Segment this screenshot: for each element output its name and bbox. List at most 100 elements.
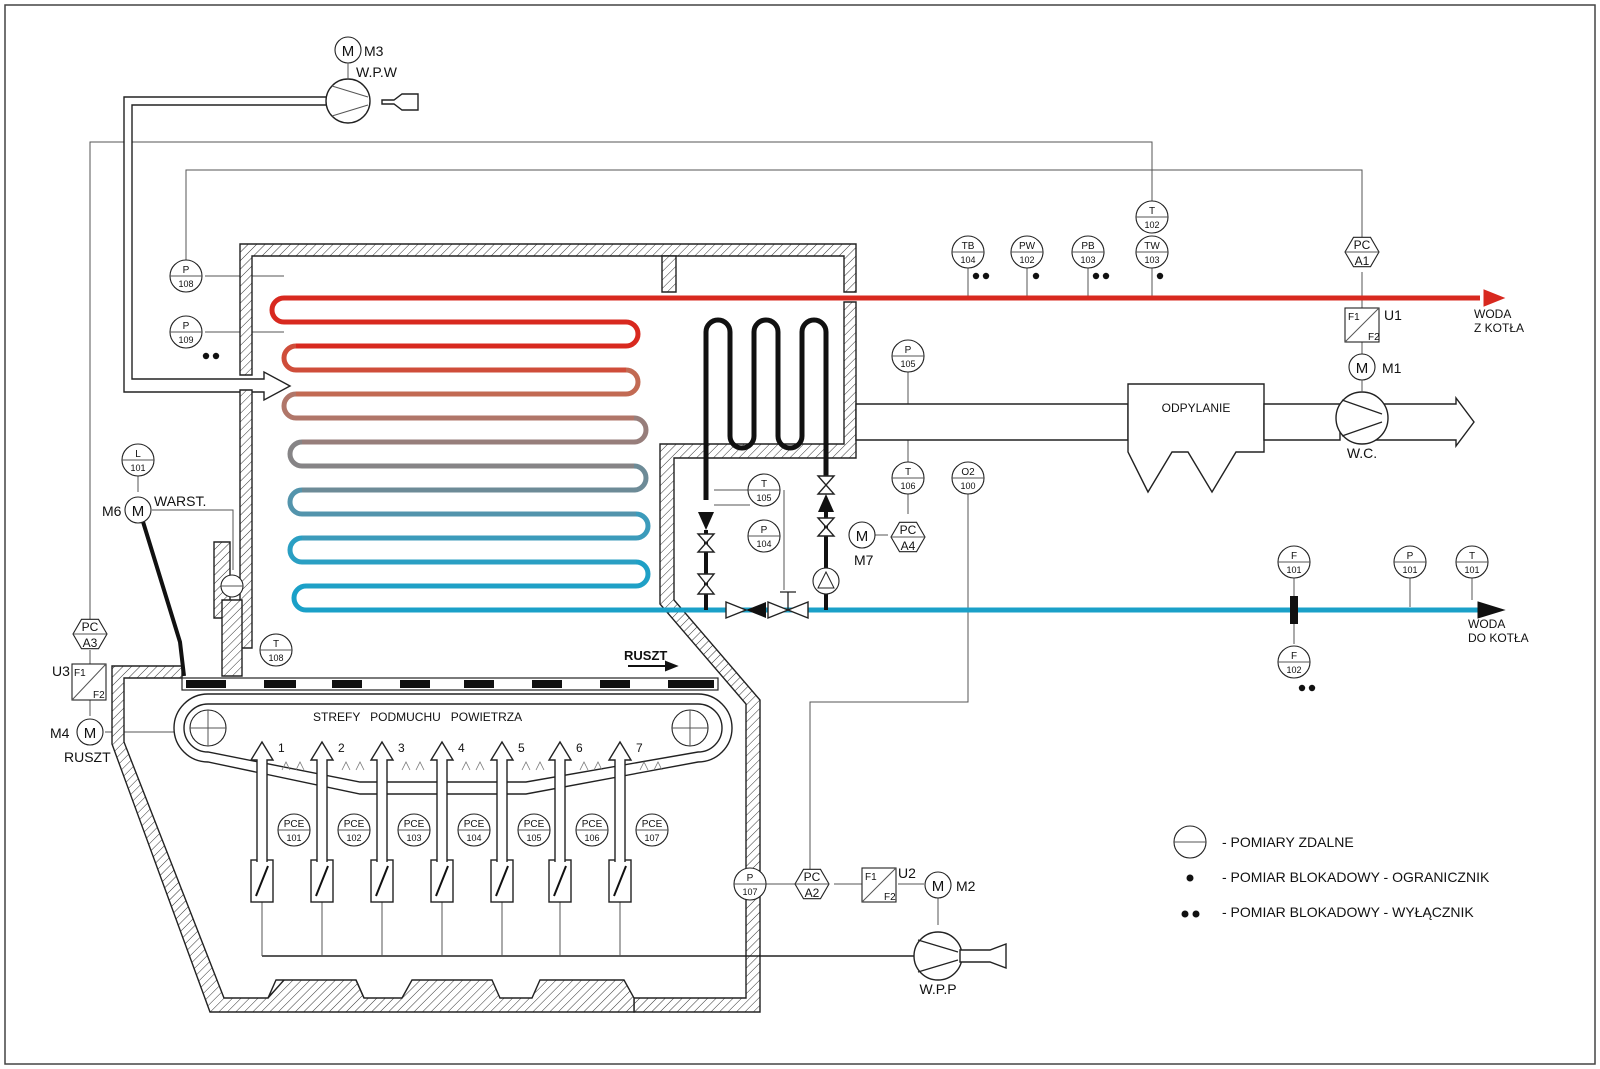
air-zones-label: STREFY PODMUCHU POWIETRZA xyxy=(313,710,522,724)
instrument-tag-t101: T xyxy=(1469,551,1475,562)
instrument-number-l101: 101 xyxy=(130,463,145,473)
instrument-number-pca4: A4 xyxy=(901,539,916,553)
air-zone-6: 6 xyxy=(547,740,603,862)
instrument-tag-pb103: PB xyxy=(1081,241,1095,252)
instruments: P108P109L101T108TB104PW102PB103T102TW103… xyxy=(72,200,1489,901)
instrument-number-t102: 102 xyxy=(1144,220,1159,230)
instrument-pce-3: PCE 103 xyxy=(397,813,431,847)
air-zone-2: 2 xyxy=(309,740,365,862)
instrument-number-t101: 101 xyxy=(1464,565,1479,575)
instrument-f102: F 102 xyxy=(1277,645,1311,679)
instrument-number-pce-7: 107 xyxy=(644,833,659,843)
air-zone-1: 1 xyxy=(249,740,305,862)
instrument-tag-f102: F xyxy=(1291,651,1297,662)
ruszt-motor-label: RUSZT xyxy=(64,749,111,765)
air-zone-number: 1 xyxy=(278,741,285,755)
instrument-number-pb103: 103 xyxy=(1080,255,1095,265)
instrument-tag-pce-2: PCE xyxy=(344,819,365,830)
flow-orifice xyxy=(1290,596,1298,624)
instrument-tag-pce-3: PCE xyxy=(404,819,425,830)
instrument-number-p105: 105 xyxy=(900,359,915,369)
woda-do-kotla-2: DO KOTŁA xyxy=(1468,631,1529,645)
instrument-tag-tb104: TB xyxy=(962,241,975,252)
wpw-fan xyxy=(325,78,371,124)
m6-tag: M6 xyxy=(102,503,122,519)
m7-motor-label: M xyxy=(856,528,869,545)
legend-switch: - POMIAR BLOKADOWY - WYŁĄCZNIK xyxy=(1222,904,1474,920)
u3-f2: F2 xyxy=(93,690,105,701)
u1-f1: F1 xyxy=(1348,312,1360,323)
instrument-number-t108: 108 xyxy=(268,653,283,663)
legend-limiter: - POMIAR BLOKADOWY - OGRANICZNIK xyxy=(1222,869,1490,885)
instrument-number-pce-4: 104 xyxy=(466,833,481,843)
u3-f1: F1 xyxy=(74,668,86,679)
instrument-tag-t108: T xyxy=(273,639,279,650)
instrument-number-p109: 109 xyxy=(178,335,193,345)
instrument-tag-p109: P xyxy=(183,321,190,332)
instrument-tag-pce-7: PCE xyxy=(642,819,663,830)
woda-do-kotla-1: WODA xyxy=(1468,617,1505,631)
warst-label: WARST. xyxy=(154,493,206,509)
instrument-number-p108: 108 xyxy=(178,279,193,289)
instrument-p108: P 108 xyxy=(169,259,203,293)
grate-blocks xyxy=(186,680,714,688)
instrument-number-f101: 101 xyxy=(1286,565,1301,575)
instrument-tag-pca3: PC xyxy=(82,620,99,634)
u1-tag: U1 xyxy=(1384,307,1402,323)
instrument-number-pca3: A3 xyxy=(83,636,98,650)
air-damper-4 xyxy=(430,859,454,903)
instrument-tag-p108: P xyxy=(183,265,190,276)
heating-coils xyxy=(269,289,1506,619)
instrument-number-pca1: A1 xyxy=(1355,254,1370,268)
m6-motor xyxy=(124,496,152,524)
u2-f2: F2 xyxy=(884,892,896,903)
instrument-number-p107: 107 xyxy=(742,887,757,897)
instrument-p107: P 107 xyxy=(733,867,767,901)
instrument-number-tb104: 104 xyxy=(960,255,975,265)
instrument-number-p101: 101 xyxy=(1402,565,1417,575)
air-damper-2 xyxy=(310,859,334,903)
m7-motor xyxy=(848,521,876,549)
m2-motor xyxy=(924,871,952,899)
u3-tag: U3 xyxy=(52,663,70,679)
wpw-label: W.P.W xyxy=(356,64,398,80)
u1-f2: F2 xyxy=(1368,332,1380,343)
air-zone-3: 3 xyxy=(369,740,425,862)
instrument-number-pce-3: 103 xyxy=(406,833,421,843)
air-zone-4: 4 xyxy=(429,740,485,862)
air-zone-5: 5 xyxy=(489,740,545,862)
instrument-tag-pce-1: PCE xyxy=(284,819,305,830)
instrument-pb103: PB 103 xyxy=(1071,235,1105,269)
legend: - POMIARY ZDALNE - POMIAR BLOKADOWY - OG… xyxy=(1173,825,1490,920)
instrument-number-pce-2: 102 xyxy=(346,833,361,843)
wc-label: W.C. xyxy=(1347,445,1377,461)
woda-z-kotla-1: WODA xyxy=(1474,307,1511,321)
legend-remote: - POMIARY ZDALNE xyxy=(1222,834,1354,850)
wc-fan xyxy=(1335,391,1389,445)
instrument-number-pce-1: 101 xyxy=(286,833,301,843)
air-zone-number: 3 xyxy=(398,741,405,755)
instrument-tag-p107: P xyxy=(747,873,754,884)
instrument-number-f102: 102 xyxy=(1286,665,1301,675)
air-zone-number: 4 xyxy=(458,741,465,755)
instrument-number-pce-6: 106 xyxy=(584,833,599,843)
air-zone-number: 5 xyxy=(518,741,525,755)
instrument-p101: P 101 xyxy=(1393,545,1427,579)
instrument-tag-pw102: PW xyxy=(1019,241,1036,252)
m1-motor-label: M xyxy=(1356,360,1369,377)
instrument-tb104: TB 104 xyxy=(951,235,985,269)
ruszt-label: RUSZT xyxy=(624,648,667,663)
air-zone-number: 2 xyxy=(338,741,345,755)
instrument-tag-p101: P xyxy=(1407,551,1414,562)
air-damper-5 xyxy=(490,859,514,903)
